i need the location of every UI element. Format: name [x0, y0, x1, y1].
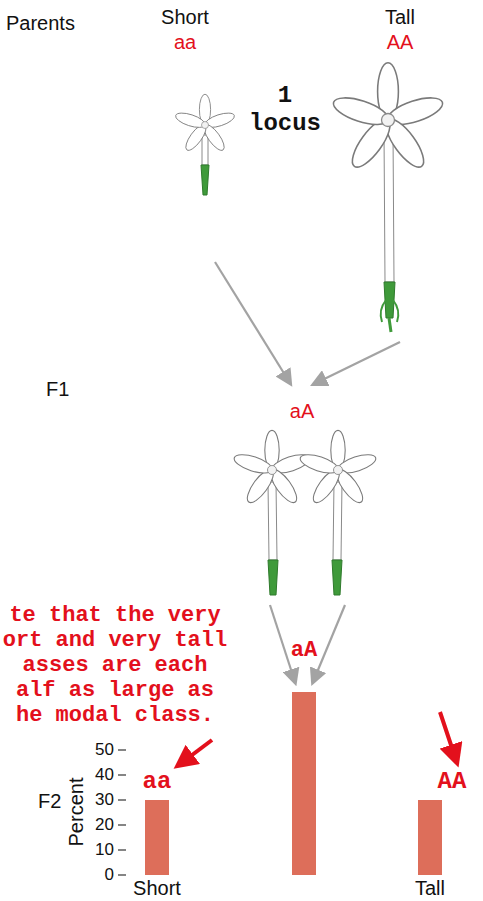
- genotype-label: aa: [143, 768, 172, 796]
- pointer-arrow: [180, 740, 212, 764]
- genotype-label: aa: [174, 31, 196, 54]
- tick-label: 0: [105, 865, 114, 885]
- note-text: te that the very ort and very tall asses…: [0, 603, 230, 728]
- category-label: Short: [133, 877, 181, 900]
- bar: [418, 800, 442, 875]
- tall-flower: [330, 63, 445, 332]
- axis-ticks: [118, 750, 126, 875]
- short-flower: [174, 94, 236, 195]
- phenotype-label: Short: [161, 6, 209, 29]
- cross-arrow: [215, 262, 290, 383]
- genotype-label: aA: [290, 400, 314, 423]
- phenotype-label: Tall: [385, 6, 415, 29]
- genotype-label: AA: [438, 768, 467, 796]
- hybrid-flower: [298, 430, 378, 595]
- generation-label: F1: [46, 378, 69, 401]
- genotype-label: AA: [387, 31, 414, 54]
- tick-label: 30: [95, 790, 114, 810]
- tick-label: 20: [95, 815, 114, 835]
- cross-arrow: [313, 605, 345, 682]
- generation-label: Parents: [6, 12, 75, 35]
- bar: [292, 692, 316, 875]
- hybrid-flower: [232, 430, 312, 595]
- generation-label: F2: [38, 790, 61, 813]
- axis-title: Percent: [65, 778, 88, 847]
- tick-label: 10: [95, 840, 114, 860]
- bar: [145, 800, 169, 875]
- tick-label: 40: [95, 765, 114, 785]
- locus-note: 1 locus: [245, 82, 325, 137]
- category-label: Tall: [415, 877, 445, 900]
- cross-arrow: [314, 342, 400, 384]
- pointer-arrow: [440, 712, 456, 760]
- tick-label: 50: [95, 740, 114, 760]
- genotype-label: aA: [291, 638, 317, 663]
